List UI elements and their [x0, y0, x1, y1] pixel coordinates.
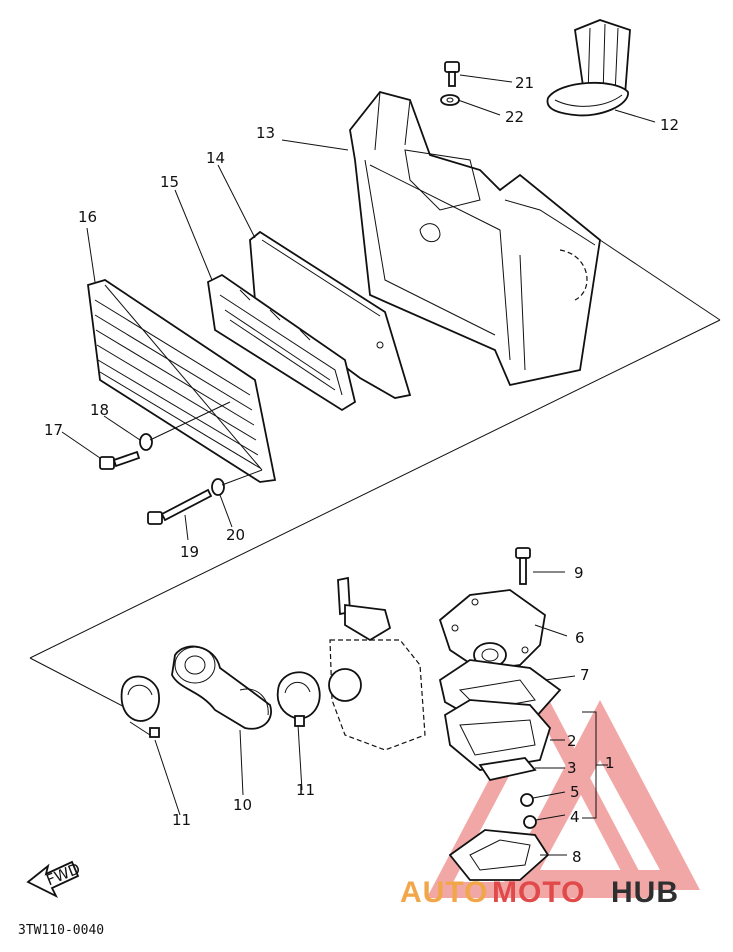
watermark-moto: MOTO: [492, 876, 585, 909]
part-5-screw: [520, 793, 534, 807]
part-11-clamp-left: [120, 675, 160, 738]
label-part-15: 15: [160, 173, 179, 191]
watermark-hub: HUB: [611, 876, 679, 909]
label-part-17: 17: [44, 421, 63, 439]
leader-16-20: [221, 469, 263, 486]
engine-cylinder-outline: [328, 576, 426, 751]
part-19-long-bolt: [147, 488, 213, 525]
part-20-washer: [211, 478, 225, 496]
label-part-19: 19: [180, 543, 199, 561]
label-part-18: 18: [90, 401, 109, 419]
label-part-11-left: 11: [172, 811, 191, 829]
label-part-10: 10: [233, 796, 252, 814]
part-17-bolt: [99, 450, 141, 470]
label-part-3: 3: [567, 759, 577, 777]
watermark-auto: AUTO: [400, 876, 488, 909]
label-part-13: 13: [256, 124, 275, 142]
leader-lines: [61, 74, 656, 856]
label-part-11-right: 11: [296, 781, 315, 799]
part-4-nut: [523, 815, 537, 829]
part-10-intake-manifold: [171, 645, 272, 730]
fwd-arrow-label: FWD: [44, 859, 83, 889]
label-part-22: 22: [505, 108, 524, 126]
part-16-cover-grille: [87, 279, 277, 483]
part-18-washer: [139, 433, 153, 451]
label-part-8: 8: [572, 848, 582, 866]
part-21-bolt: [444, 61, 460, 87]
label-part-6: 6: [575, 629, 585, 647]
part-22-washer: [440, 94, 460, 106]
label-part-4: 4: [570, 808, 580, 826]
air-box-group-outline: [29, 239, 721, 716]
part-6-reed-valve-case: [438, 589, 546, 671]
label-part-5: 5: [570, 783, 580, 801]
label-part-16: 16: [78, 208, 97, 226]
label-part-1: 1: [605, 754, 615, 772]
label-part-7: 7: [580, 666, 590, 684]
part-3-reed-stopper: [478, 757, 537, 782]
part-13-air-box-case: [349, 90, 601, 387]
watermark-text: AUTO MOTO HUB: [400, 876, 679, 909]
label-part-14: 14: [206, 149, 225, 167]
part-15-element-frame: [207, 273, 357, 412]
fwd-arrow: FWD: [26, 859, 83, 899]
part-2-reed-valve: [444, 699, 552, 771]
label-part-2: 2: [567, 732, 577, 750]
label-part-21: 21: [515, 74, 534, 92]
part-labels: 1 2 3 4 5 6 7 8 9 10 11 11 12 13 14 15 1…: [44, 74, 679, 866]
label-part-9: 9: [574, 564, 584, 582]
part-9-bolt: [515, 547, 531, 585]
watermark-logo: [426, 682, 700, 898]
figure-code: 3TW110-0040: [18, 923, 104, 938]
part-12-intake-joint: [546, 19, 631, 117]
label-part-20: 20: [226, 526, 245, 544]
part-11-clamp-right: [276, 671, 321, 727]
leader-16-18: [149, 401, 231, 441]
label-part-12: 12: [660, 116, 679, 134]
